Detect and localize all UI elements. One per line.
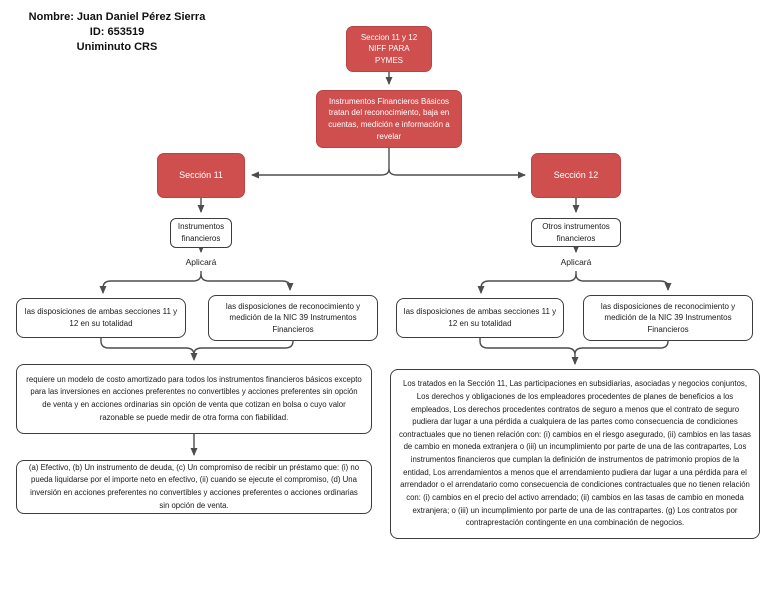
node-disposiciones-ambas-secciones-s12: las disposiciones de ambas secciones 11 … [396, 298, 564, 338]
author-info-block: Nombre: Juan Daniel Pérez Sierra ID: 653… [6, 10, 228, 55]
node-seccion-11: Sección 11 [157, 153, 245, 198]
node-instrumentos-financieros: Instrumentos financieros [170, 218, 232, 248]
author-name: Nombre: Juan Daniel Pérez Sierra [28, 11, 206, 23]
node-tratados-seccion-11-excepciones: Los tratados en la Sección 11, Las parti… [390, 369, 760, 539]
node-disposiciones-nic39-s12: las disposiciones de reconocimiento y me… [583, 295, 753, 341]
node-modelo-costo-amortizado: requiere un modelo de costo amortizado p… [16, 364, 372, 434]
node-disposiciones-ambas-secciones-s11: las disposiciones de ambas secciones 11 … [16, 298, 186, 338]
author-id: ID: 653519 [89, 26, 145, 38]
node-root-seccion-11-12: Seccion 11 y 12 NIFF PARA PYMES [346, 26, 432, 72]
node-seccion-12: Sección 12 [531, 153, 621, 198]
label-aplicara-seccion12: Aplicará [560, 257, 592, 267]
node-otros-instrumentos-financieros: Otros instrumentos financieros [531, 218, 621, 247]
node-disposiciones-nic39-s11: las disposiciones de reconocimiento y me… [208, 295, 378, 341]
label-aplicara-seccion11: Aplicará [185, 257, 217, 267]
author-org: Uniminuto CRS [76, 41, 158, 53]
node-instrumentos-financieros-basicos: Instrumentos Financieros Básicos tratan … [316, 90, 462, 148]
node-ejemplos-instrumentos-basicos: (a) Efectivo, (b) Un instrumento de deud… [16, 460, 372, 514]
